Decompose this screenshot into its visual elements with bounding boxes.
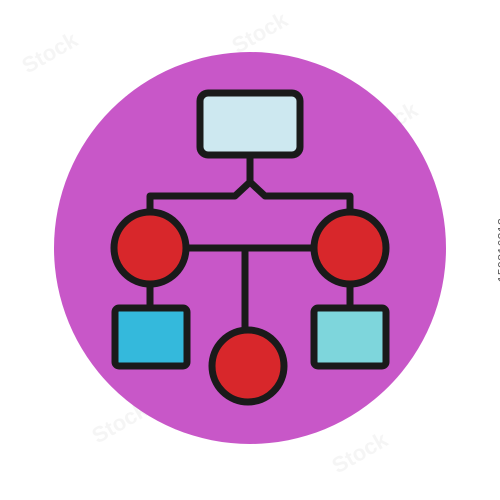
bottom-red-node [208, 326, 288, 406]
top-node-box [196, 89, 304, 159]
right-node-box [310, 304, 390, 370]
connector-split [146, 178, 354, 216]
left-red-node [110, 208, 190, 288]
stock-id-label: 150816313 [496, 217, 500, 283]
right-red-node [310, 208, 390, 288]
left-node-box [111, 304, 191, 370]
